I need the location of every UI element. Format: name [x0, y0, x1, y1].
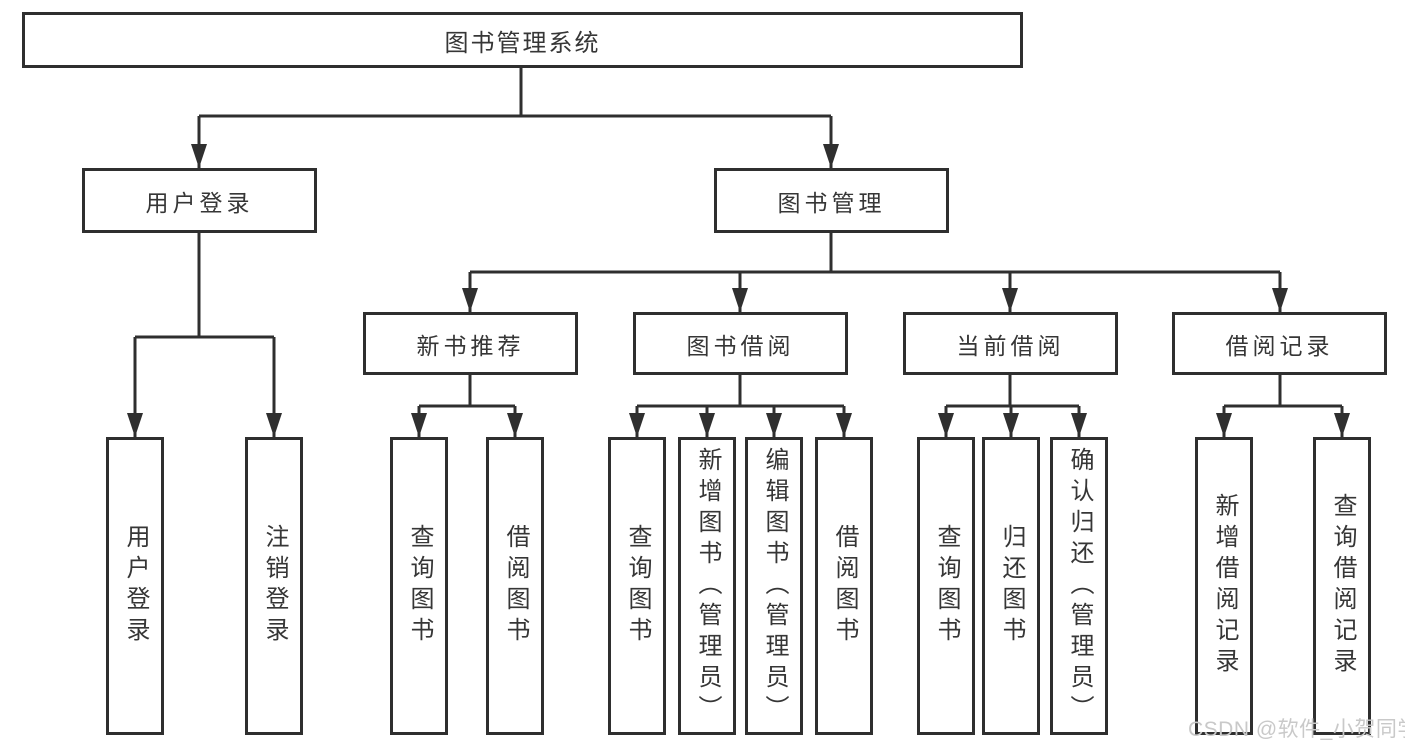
node-book-borrowing: 图书借阅	[633, 312, 848, 375]
leaf-query-borrow-record: 查询借阅记录	[1313, 437, 1371, 735]
csdn-watermark: CSDN @软件_小贺同学	[1188, 718, 1405, 741]
leaf-borrow-books-borrowing: 借阅图书	[815, 437, 873, 735]
node-book-management: 图书管理	[714, 168, 949, 233]
leaf-borrow-books-recommend: 借阅图书	[486, 437, 544, 735]
leaf-add-book-admin: 新增图书（管理员）	[678, 437, 736, 735]
leaf-logout: 注销登录	[245, 437, 303, 735]
leaf-query-books-recommend: 查询图书	[390, 437, 448, 735]
arrowheads	[127, 144, 1350, 437]
node-user-login: 用户登录	[82, 168, 317, 233]
leaf-return-books: 归还图书	[982, 437, 1040, 735]
leaf-edit-book-admin: 编辑图书（管理员）	[745, 437, 803, 735]
node-current-borrowing: 当前借阅	[903, 312, 1118, 375]
leaf-query-books-current: 查询图书	[917, 437, 975, 735]
node-library-management-system: 图书管理系统	[22, 12, 1023, 68]
connector-stems	[133, 68, 1344, 437]
node-new-book-recommend: 新书推荐	[363, 312, 578, 375]
node-borrowing-records: 借阅记录	[1172, 312, 1387, 375]
leaf-user-login: 用户登录	[106, 437, 164, 735]
leaf-add-borrow-record: 新增借阅记录	[1195, 437, 1253, 735]
leaf-query-books-borrowing: 查询图书	[608, 437, 666, 735]
leaf-confirm-return-admin: 确认归还（管理员）	[1050, 437, 1108, 735]
